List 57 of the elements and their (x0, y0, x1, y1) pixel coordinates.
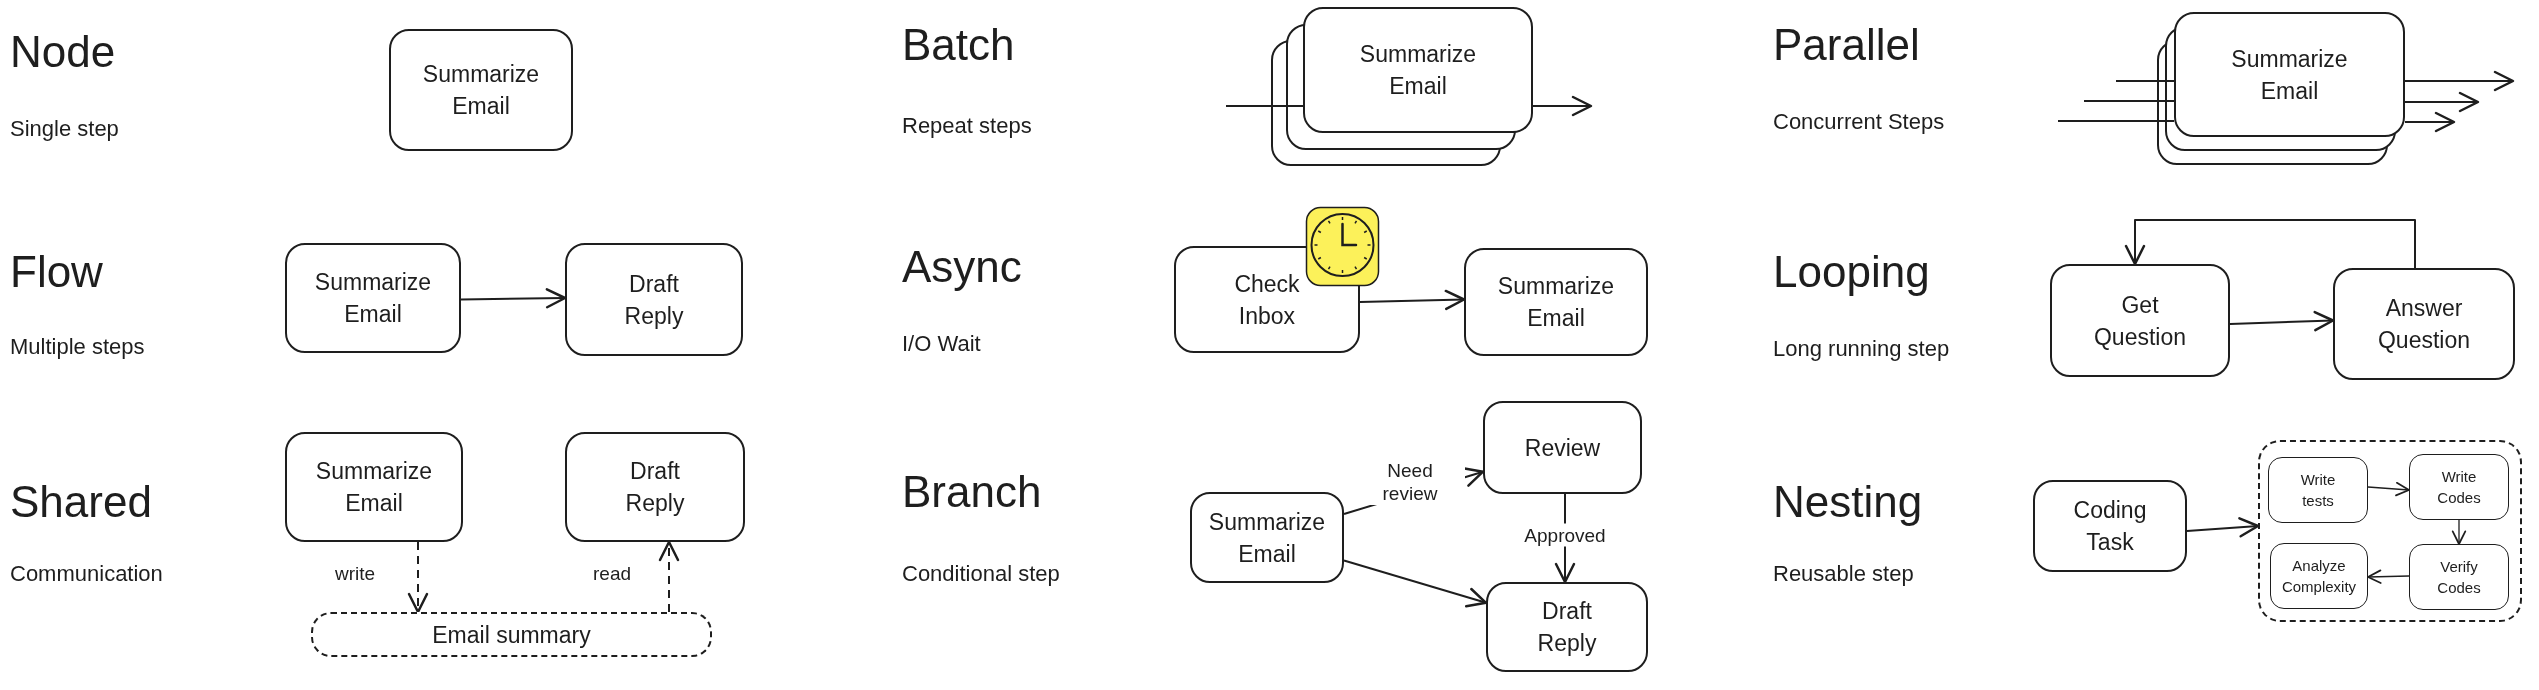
process-box: Coding Task (2033, 480, 2187, 572)
process-box: Answer Question (2333, 268, 2515, 380)
section-title: Nesting (1773, 476, 1923, 528)
section-subtitle: Long running step (1773, 335, 1950, 363)
connector-line (1225, 105, 1304, 107)
section-subtitle: Conditional step (902, 560, 1060, 588)
process-box: Write tests (2268, 457, 2368, 523)
connector-line (2057, 120, 2175, 122)
arrow (1532, 95, 1593, 117)
arrow (2404, 70, 2515, 92)
section-subtitle: Communication (10, 560, 163, 588)
section-subtitle: Repeat steps (902, 112, 1032, 140)
arrow (1343, 559, 1488, 608)
arrow (2404, 91, 2480, 113)
section-title: Looping (1773, 246, 1930, 298)
section-subtitle: I/O Wait (902, 330, 981, 358)
process-box: Summarize Email (1303, 7, 1533, 133)
arrow (1359, 289, 1466, 311)
process-box: Verify Codes (2409, 544, 2509, 610)
section-title: Branch (902, 466, 1042, 518)
section-title: Parallel (1773, 19, 1920, 71)
section-title: Flow (10, 246, 103, 298)
arrow (2124, 219, 2416, 269)
process-box: Review (1483, 401, 1642, 494)
arrow (407, 541, 429, 614)
arrow (658, 540, 680, 613)
arrow (2367, 569, 2410, 584)
section-title: Async (902, 241, 1022, 293)
connector-line (2083, 100, 2175, 102)
arrow (460, 288, 567, 309)
process-box: Write Codes (2409, 454, 2509, 520)
process-box: Draft Reply (565, 243, 743, 356)
process-box: Draft Reply (1486, 582, 1648, 672)
process-box: Get Question (2050, 264, 2230, 377)
section-subtitle: Reusable step (1773, 560, 1914, 588)
section-subtitle: Multiple steps (10, 333, 145, 361)
process-box: Summarize Email (285, 432, 463, 542)
process-box: Summarize Email (1190, 492, 1344, 583)
process-box: Summarize Email (285, 243, 461, 353)
data-store-box: Email summary (311, 612, 712, 657)
section-subtitle: Single step (10, 115, 119, 143)
dashed-group-box (2258, 440, 2522, 622)
section-subtitle: Concurrent Steps (1773, 108, 1945, 136)
arrow (2367, 481, 2410, 497)
process-box: Summarize Email (389, 29, 573, 151)
arrow (2229, 310, 2335, 332)
process-box: Analyze Complexity (2270, 543, 2368, 609)
section-title: Shared (10, 476, 152, 528)
process-box: Summarize Email (1464, 248, 1648, 356)
arrow (2451, 519, 2467, 545)
process-box: Summarize Email (2174, 12, 2405, 137)
arrow (2186, 517, 2260, 538)
process-box: Draft Reply (565, 432, 745, 542)
arrow (2404, 111, 2456, 133)
section-title: Batch (902, 19, 1015, 71)
section-title: Node (10, 26, 116, 78)
connector-line (2115, 80, 2175, 82)
